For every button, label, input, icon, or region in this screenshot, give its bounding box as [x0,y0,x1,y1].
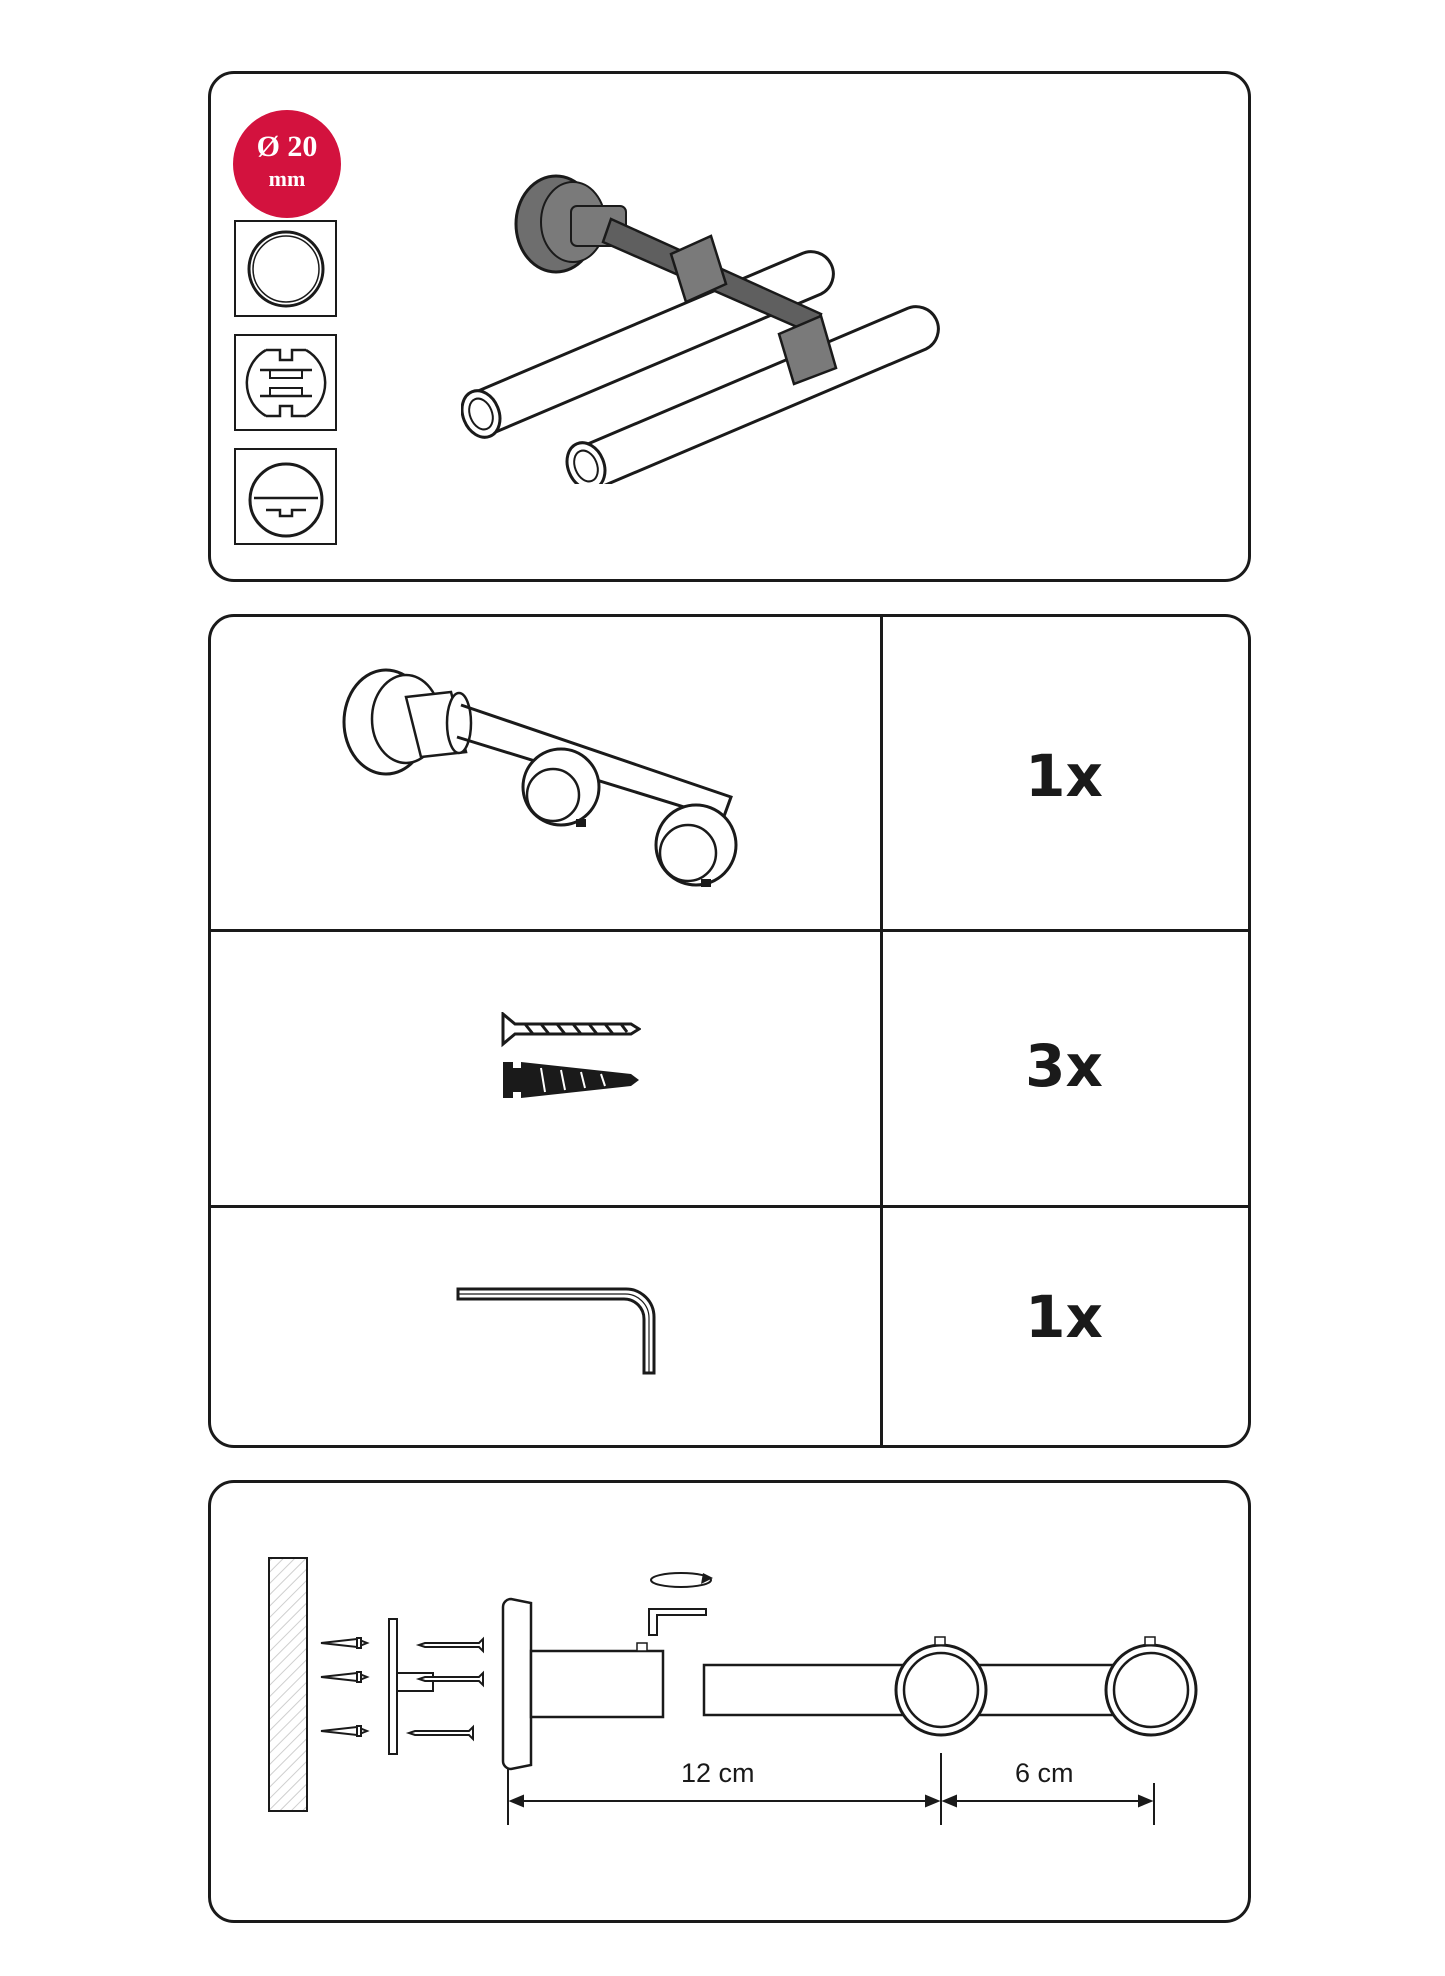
double-track-profile-icon [234,334,337,431]
dimension-label-12cm: 12 cm [681,1758,755,1788]
bracket-ring-1 [894,1636,988,1737]
dimension-lines [507,1753,1155,1825]
allen-key-icon [456,1287,656,1375]
quantity-allen-key: 1x [1025,1283,1103,1351]
diameter-badge: Ø 20 mm [233,110,341,218]
bracket-ring-2 [1104,1636,1198,1737]
mounting-screws [405,1636,484,1742]
column-divider [880,617,883,1445]
rotation-arrow-icon [650,1572,713,1588]
rosette [501,1597,533,1771]
double-bracket-icon [342,668,738,887]
screw-and-dowel-icon [501,1012,641,1098]
wall [268,1557,308,1812]
bracket-ring-front [669,234,728,304]
quantity-screws: 3x [1025,1032,1103,1100]
mounting-exploded-view [268,1557,1198,1825]
bracket-tube [529,1649,665,1719]
product-overview-panel: Ø 20 mm [208,71,1251,582]
diameter-label: Ø 20 [256,130,318,163]
row-divider [211,1205,1248,1208]
screw-icon [501,1012,641,1048]
wall-dowels [320,1637,370,1737]
assembled-double-rod-illustration [461,174,940,484]
base-plate [388,1618,398,1755]
allen-key-icon [648,1608,707,1636]
diameter-unit: mm [268,166,306,191]
wall-dowel-icon [503,1062,639,1098]
bracket-ring-back [777,314,838,386]
quantity-bracket: 1x [1025,742,1103,810]
back-rod [461,250,835,439]
round-profile-icon [234,220,337,317]
dimension-label-6cm: 6 cm [1015,1758,1074,1788]
front-rod [565,305,940,484]
d-shaped-profile-icon [234,448,337,545]
row-divider [211,929,1248,932]
mounting-diagram-panel: 12 cm 6 cm [208,1480,1251,1923]
parts-list-panel: 1x 3x 1x [208,614,1251,1448]
